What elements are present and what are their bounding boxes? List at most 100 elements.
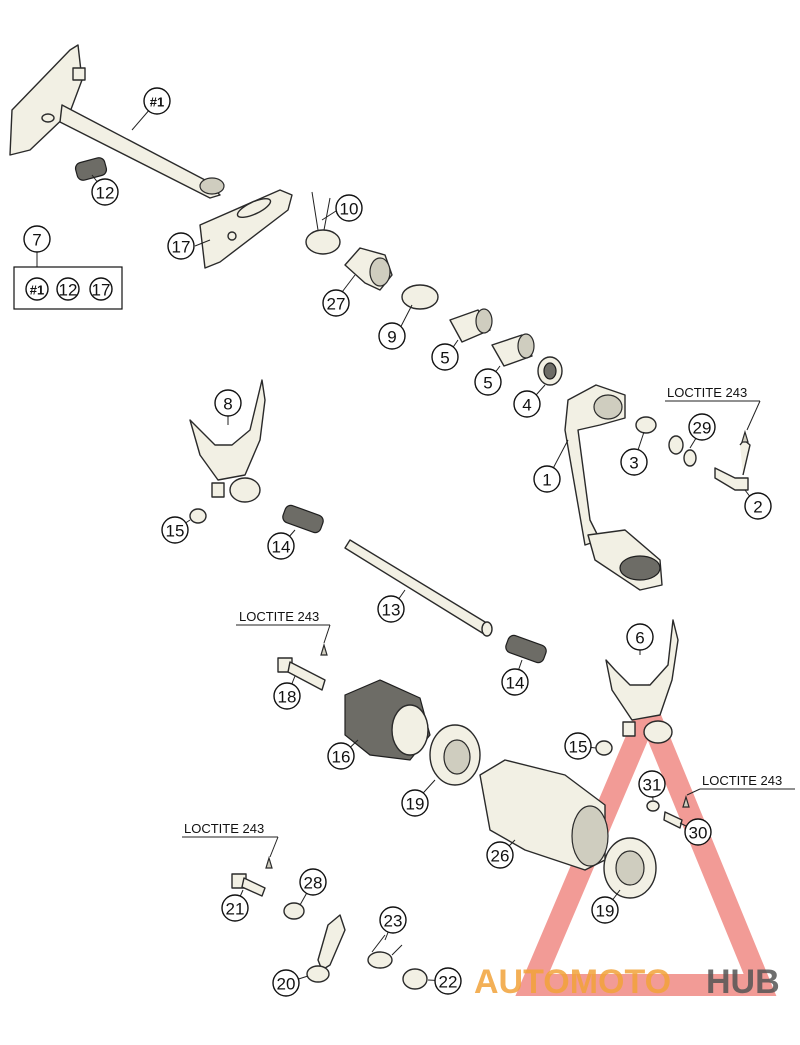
shift-fork-6 [605, 619, 679, 744]
callout-circle [474, 368, 502, 396]
callout-circle [486, 841, 514, 869]
callout-label: 2 [753, 498, 762, 517]
callout-circle [434, 967, 462, 995]
washer-31 [646, 800, 660, 812]
callout-label: 15 [166, 522, 185, 541]
spring-14a [282, 504, 324, 534]
callout-label: 27 [327, 295, 346, 314]
callout-label: 30 [689, 824, 708, 843]
spring-23 [367, 934, 403, 969]
callout-29: 26 [486, 841, 514, 869]
callout-label: 28 [304, 874, 323, 893]
callout-label: 14 [506, 674, 525, 693]
lock-washer-29b [683, 449, 697, 467]
callout-label: 1 [542, 471, 551, 490]
callout-21: 14 [501, 668, 529, 696]
callout-circle [620, 448, 648, 476]
callout-label: 6 [635, 629, 644, 648]
callout-13: 8 [214, 389, 242, 417]
callout-circle [591, 896, 619, 924]
callout-20: 13 [377, 595, 405, 623]
callout-label: 16 [332, 748, 351, 767]
callout-circle [91, 178, 119, 206]
callout-circle [322, 289, 350, 317]
callout-circle [378, 322, 406, 350]
callout-circle [688, 413, 716, 441]
callout-15: 3 [620, 448, 648, 476]
loctite-label-4: LOCTITE 243 [184, 821, 264, 836]
callout-label: 13 [382, 601, 401, 620]
callout-circle [299, 868, 327, 896]
loctite-label-3: LOCTITE 243 [702, 773, 782, 788]
plate-17 [199, 189, 293, 269]
callout-circle [214, 389, 242, 417]
callout-7: 10 [335, 194, 363, 222]
callout-circle [533, 465, 561, 493]
watermark-text: AUTOMOTO HUB [474, 963, 780, 1001]
callout-17: 2 [744, 492, 772, 520]
callout-19: 14 [267, 532, 295, 560]
bearing-19a [429, 724, 481, 786]
callout-label: 18 [278, 688, 297, 707]
shift-drum-locating-16 [344, 679, 431, 761]
callout-3: #1 [25, 277, 49, 301]
callout-circle [401, 789, 429, 817]
callout-31: 21 [221, 894, 249, 922]
callout-circle [626, 623, 654, 651]
callout-circle [167, 232, 195, 260]
svg-text:LOCTITE 243: LOCTITE 243 [239, 609, 319, 624]
spring-12 [74, 157, 108, 181]
callout-label: 29 [693, 419, 712, 438]
callout-circle [379, 906, 407, 934]
guide-27 [344, 247, 393, 291]
callout-27: 31 [638, 770, 666, 798]
callout-33: 23 [379, 906, 407, 934]
needle-bearing-5b [491, 333, 535, 367]
callout-label: 26 [491, 847, 510, 866]
callout-circle [143, 87, 171, 115]
loctite-drop-2 [320, 642, 328, 656]
callout-label: 22 [439, 973, 458, 992]
svg-text:LOCTITE 243: LOCTITE 243 [184, 821, 264, 836]
washer-3 [635, 416, 657, 434]
callout-2: 7 [23, 225, 51, 253]
svg-text:LOCTITE 243: LOCTITE 243 [702, 773, 782, 788]
callout-26: 19 [401, 789, 429, 817]
loctite-drop-4 [265, 855, 273, 869]
callout-circle [89, 277, 113, 301]
shift-lever [564, 384, 663, 591]
callout-circle [161, 516, 189, 544]
callout-label: 21 [226, 900, 245, 919]
callout-label: 17 [172, 238, 191, 257]
roller-22 [402, 968, 428, 990]
callout-circle [23, 225, 51, 253]
callout-label: 19 [406, 795, 425, 814]
callout-label: 12 [96, 184, 115, 203]
roller-15a [189, 508, 207, 524]
callout-label: #1 [30, 283, 44, 298]
callout-0: #1 [143, 87, 171, 115]
callout-label: 19 [596, 902, 615, 921]
clip-10 [305, 191, 341, 255]
bolt-18 [277, 657, 326, 691]
callout-circle [377, 595, 405, 623]
callout-label: 23 [384, 912, 403, 931]
roller-15b [595, 740, 613, 756]
seal-4 [537, 356, 563, 386]
needle-bearing-5a [449, 308, 493, 343]
callout-circle [56, 277, 80, 301]
callout-4: 12 [56, 277, 80, 301]
callout-18: 15 [161, 516, 189, 544]
loctite-drop-1 [741, 429, 749, 443]
lock-washer-29 [668, 435, 684, 455]
callout-circle [684, 818, 712, 846]
callout-25: 15 [564, 732, 592, 760]
svg-text:AUTOMOTO: AUTOMOTO [474, 963, 671, 1001]
callout-9: 9 [378, 322, 406, 350]
callout-10: 5 [431, 343, 459, 371]
callout-label: 9 [387, 328, 396, 347]
callout-circle [25, 277, 49, 301]
screw-30 [663, 811, 683, 829]
